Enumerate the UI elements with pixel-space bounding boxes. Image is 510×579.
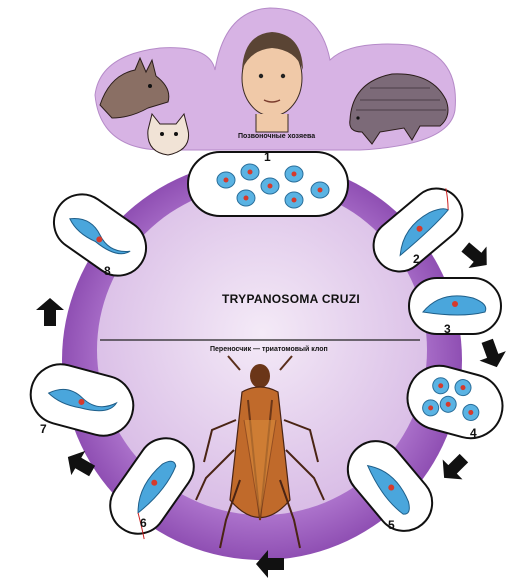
- stage-3-cell: [409, 278, 501, 334]
- stage-number-5: 5: [388, 518, 395, 532]
- stage-number-2: 2: [413, 252, 420, 266]
- arrow-2-to-3: [456, 236, 495, 275]
- stage-number-7: 7: [40, 422, 47, 436]
- arrow-4-to-5: [434, 448, 474, 488]
- arrow-3-to-4: [474, 336, 510, 372]
- stage-number-8: 8: [104, 264, 111, 278]
- stage-number-1: 1: [264, 150, 271, 164]
- arrow-7-to-8: [36, 298, 64, 326]
- hosts-label: Позвоночные хозяева: [238, 133, 315, 140]
- stage-number-6: 6: [140, 516, 147, 530]
- vector-label: Переносчик — триатомовый клоп: [210, 346, 328, 353]
- diagram-title: TRYPANOSOMA CRUZI: [222, 292, 360, 306]
- stage-number-3: 3: [444, 322, 451, 336]
- stage-number-4: 4: [470, 426, 477, 440]
